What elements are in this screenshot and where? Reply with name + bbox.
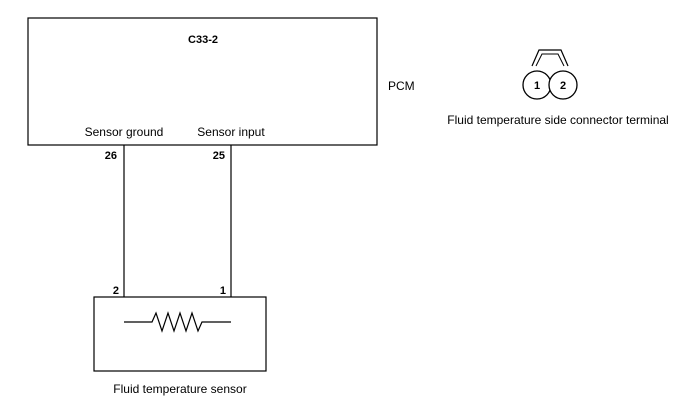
- sensor-pin-number-1: 1: [220, 285, 226, 297]
- sensor-pin-number-2: 2: [113, 285, 119, 297]
- pcm-pin-number-25: 25: [213, 150, 225, 162]
- connector-face-icon: [522, 49, 578, 100]
- connector-terminal-1: 1: [534, 80, 540, 92]
- pcm-pin-label-sensor-ground: Sensor ground: [85, 125, 164, 139]
- pcm-module-label: PCM: [388, 79, 415, 93]
- pcm-module-box: [27, 17, 378, 146]
- pcm-pin-number-26: 26: [105, 150, 117, 162]
- pcm-connector-id: C33-2: [188, 34, 218, 46]
- sensor-box: [93, 296, 267, 372]
- connector-terminal-2: 2: [560, 80, 566, 92]
- pcm-pin-label-sensor-input: Sensor input: [197, 125, 265, 139]
- connector-caption: Fluid temperature side connector termina…: [447, 113, 668, 127]
- sensor-label: Fluid temperature sensor: [113, 382, 246, 396]
- thermistor-resistor-icon: [124, 311, 231, 333]
